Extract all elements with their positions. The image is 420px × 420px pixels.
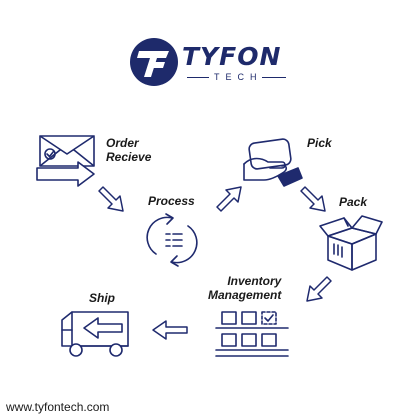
step-label-inventory-line2: Management bbox=[208, 288, 282, 302]
arrow-order-to-process bbox=[98, 186, 124, 212]
step-label-process: Process bbox=[148, 194, 195, 208]
brand-name: TYFON bbox=[182, 42, 282, 71]
arrow-pick-to-pack bbox=[300, 186, 326, 212]
delivery-truck-icon bbox=[61, 311, 129, 357]
arrow-pack-to-inventory bbox=[306, 276, 332, 302]
arrow-inventory-to-ship bbox=[152, 320, 188, 340]
step-label-order-line1: Order bbox=[106, 136, 139, 150]
tagline-rule-left bbox=[187, 77, 209, 78]
hand-pick-icon bbox=[243, 138, 303, 187]
step-label-ship: Ship bbox=[89, 291, 115, 305]
tyfon-logo-icon bbox=[130, 38, 178, 86]
tagline-rule-right bbox=[262, 77, 286, 78]
envelope-icon bbox=[36, 135, 95, 187]
arrow-process-to-pick bbox=[216, 186, 242, 212]
step-label-pick: Pick bbox=[307, 136, 332, 150]
shelves-icon bbox=[215, 311, 289, 357]
footer-url: www.tyfontech.com bbox=[6, 400, 110, 414]
step-label-order-line2: Recieve bbox=[106, 150, 152, 164]
process-cycle-icon bbox=[146, 213, 198, 267]
step-label-pack: Pack bbox=[339, 195, 368, 209]
step-label-inventory: Inventory Management bbox=[208, 274, 281, 302]
open-box-icon bbox=[319, 215, 383, 271]
step-label-inventory-line1: Inventory bbox=[227, 274, 282, 288]
step-label-order: Order Recieve bbox=[106, 136, 151, 164]
brand-tagline: TECH bbox=[214, 72, 263, 82]
